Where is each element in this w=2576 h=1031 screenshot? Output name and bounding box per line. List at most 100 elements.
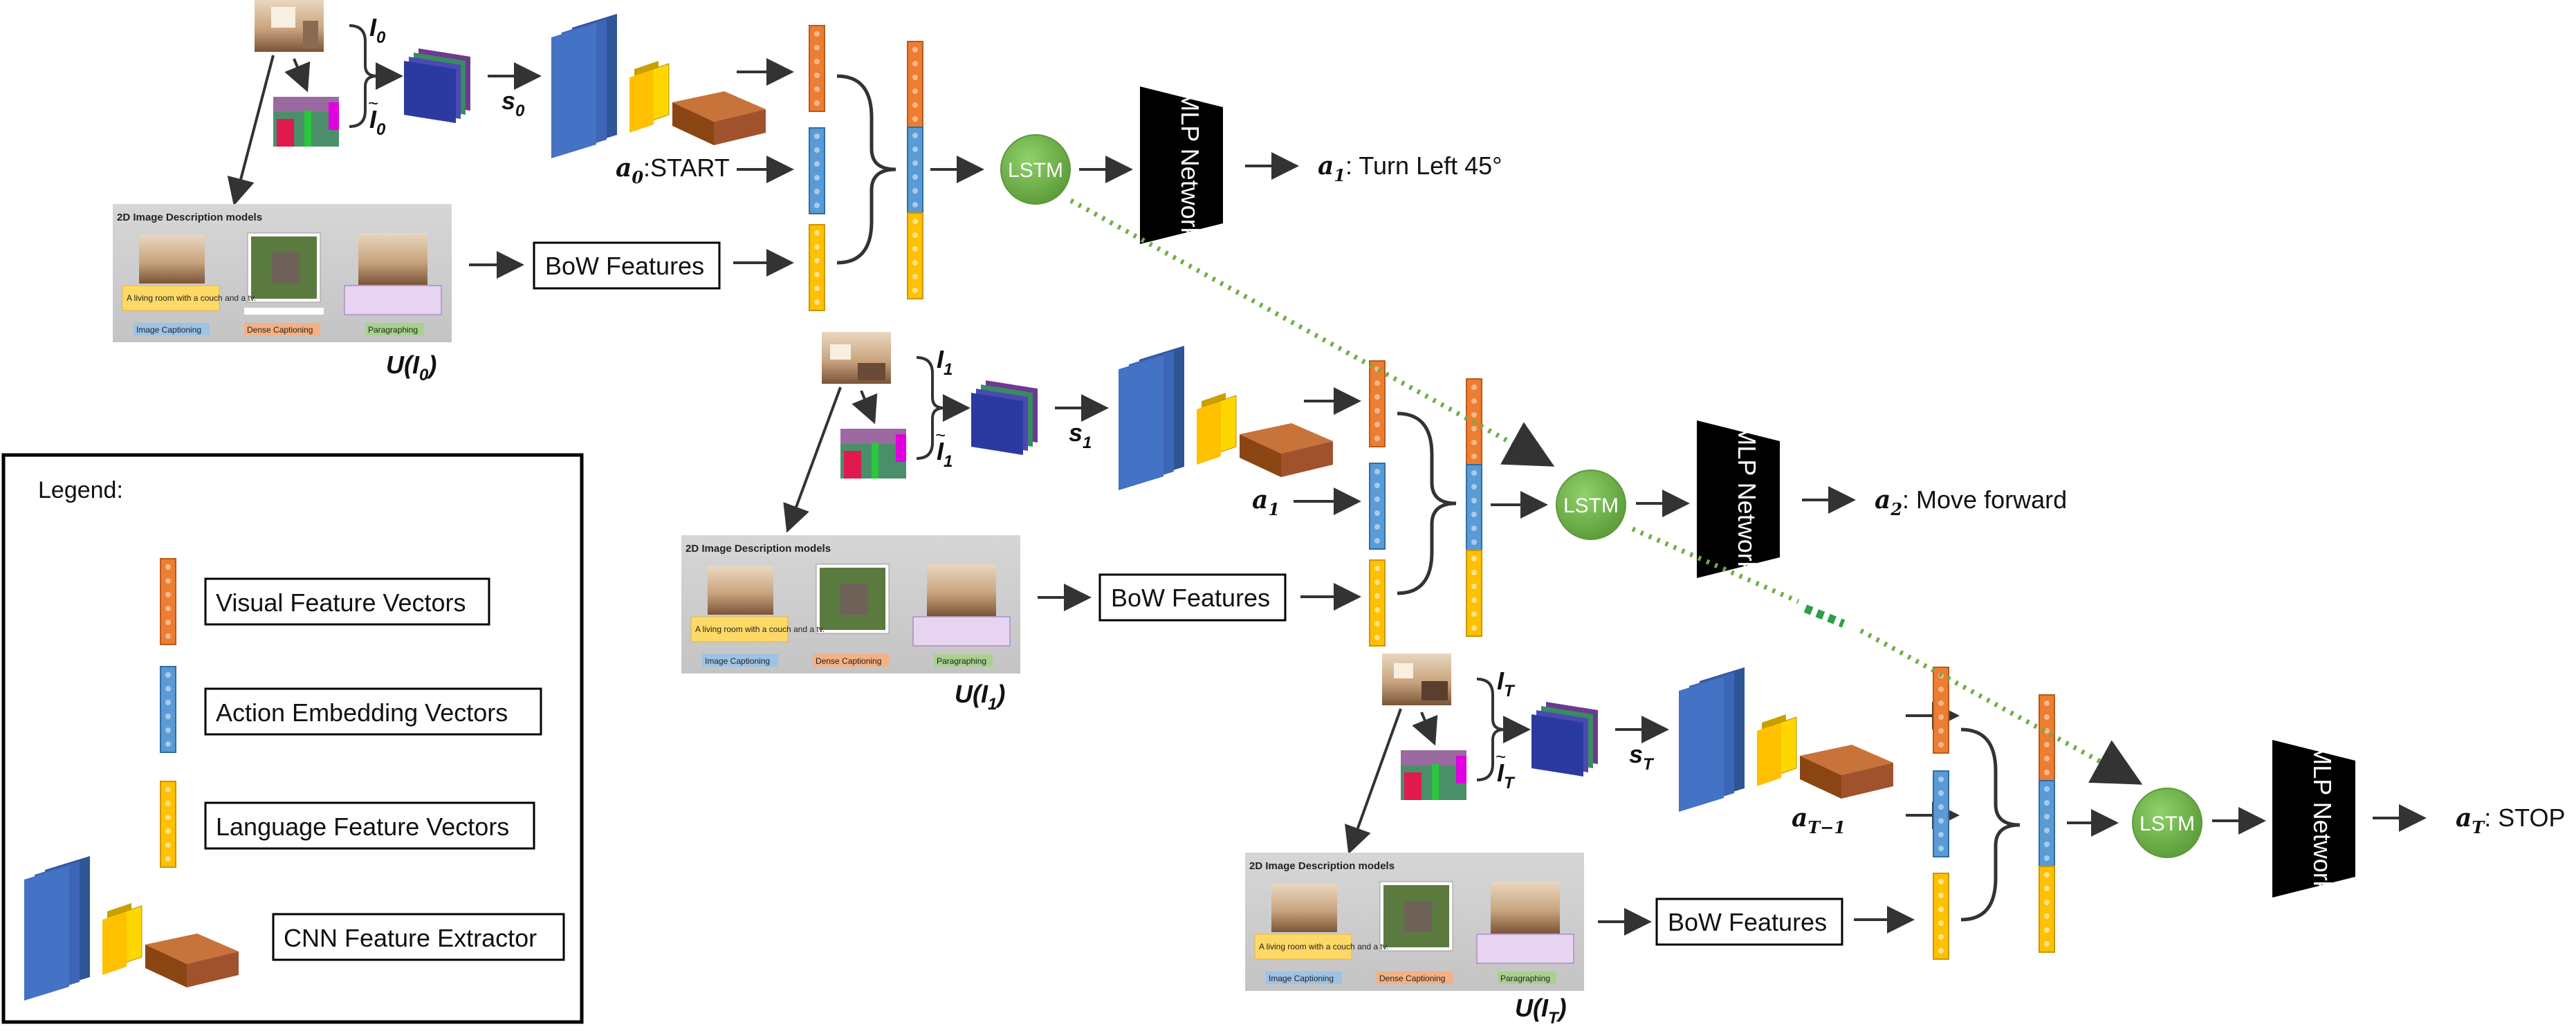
mlp-network-block: [1697, 420, 1780, 578]
mlp-label: MLP Network: [1733, 425, 1761, 574]
lstm-node: [1000, 134, 1071, 205]
step-1: I1 I1 ~ s1 a1 2D Image Description: [681, 332, 2067, 714]
action-embedding-vector: [1933, 770, 1949, 857]
lstm-node: [2132, 788, 2202, 858]
u-label: U(I: [1515, 994, 1549, 1022]
concatenated-feature-vector: [907, 41, 923, 299]
image-label: I: [1497, 667, 1505, 695]
depth-label: I: [937, 437, 944, 465]
step-t-action-in: aT−1: [1792, 804, 1846, 837]
mlp-network-block: [2272, 740, 2355, 898]
bow-features-box: [1098, 573, 1287, 622]
image-sub: T: [1504, 682, 1516, 700]
mlp-network-block: [1140, 86, 1223, 244]
legend-frame: [1, 453, 584, 1024]
legend-visual-box: [204, 577, 490, 626]
depth-sub: 0: [376, 120, 386, 139]
u-close: ): [1556, 994, 1567, 1022]
caption-text: A living room with a couch and a tv.: [1259, 942, 1388, 951]
ellipsis-dash: [1803, 604, 1846, 628]
tilde-mark: ~: [368, 93, 378, 113]
image-sub: 0: [376, 28, 386, 47]
recurrent-link-0-1: [1069, 198, 1555, 467]
image-sub: 1: [944, 360, 953, 379]
state-label: s: [502, 86, 515, 115]
caption-text: A living room with a couch and a tv.: [127, 293, 256, 303]
svg-text:s0: s0: [502, 86, 525, 120]
depth-map: [840, 429, 906, 479]
description-panel-title: 2D Image Description models: [686, 543, 831, 555]
description-panel: 2D Image Description models A living roo…: [681, 535, 1020, 674]
lstm-label: LSTM: [2140, 812, 2195, 835]
merge-brace: [1960, 727, 2021, 922]
cnn-feature-extractor-icon: [24, 856, 239, 1001]
tag-image-captioning: Image Captioning: [705, 656, 770, 666]
svg-text:sT: sT: [1629, 740, 1655, 774]
legend-language-label: Language Feature Vectors: [216, 812, 509, 841]
bow-features-box: [533, 241, 721, 290]
svg-text:U(IT): U(IT): [1515, 994, 1567, 1028]
tag-paragraphing: Paragraphing: [937, 656, 986, 666]
depth-map: [273, 97, 339, 147]
tag-dense-captioning: Dense Captioning: [1379, 974, 1445, 983]
tilde-mark: ~: [1496, 746, 1506, 767]
description-panel: 2D Image Description models A living roo…: [1245, 853, 1584, 991]
action-embedding-vector-icon: [160, 666, 176, 753]
state-sub: 0: [515, 102, 525, 120]
u-sub: 1: [988, 695, 997, 714]
svg-text:I0: I0: [369, 105, 386, 139]
tag-image-captioning: Image Captioning: [1269, 974, 1334, 983]
tag-dense-captioning: Dense Captioning: [816, 656, 881, 666]
lstm-label: LSTM: [1563, 494, 1619, 517]
legend: Legend: Visual Feature Vectors Action Em…: [1, 453, 584, 1024]
feature-stack-icon: [971, 380, 1038, 455]
state-label: s: [1069, 418, 1083, 447]
mlp-label: MLP Network: [2308, 744, 2337, 893]
language-feature-vector: [1369, 559, 1386, 647]
bow-features-label: BoW Features: [545, 252, 704, 280]
scene-photo: [822, 332, 891, 384]
svg-text:I1: I1: [937, 437, 953, 471]
lstm-label: LSTM: [1008, 159, 1063, 182]
scene-photo: [255, 0, 324, 52]
state-sub: T: [1643, 755, 1655, 774]
cnn-feature-extractor: [1119, 346, 1333, 490]
tag-dense-captioning: Dense Captioning: [247, 325, 313, 335]
svg-text:U(I0): U(I0): [386, 351, 436, 384]
merge-brace: [1397, 411, 1457, 595]
legend-language-box: [204, 801, 535, 850]
caption-text: A living room with a couch and a tv.: [695, 624, 825, 634]
mlp-label: MLP Network: [1176, 91, 1204, 240]
svg-text:I1: I1: [937, 345, 953, 379]
cnn-feature-extractor: [1679, 667, 1893, 812]
u-label: U(I: [386, 351, 420, 379]
depth-map: [1401, 750, 1466, 800]
step-0: I0 I0 ~ s0 a0:START: [113, 0, 1502, 384]
legend-cnn-box: [272, 913, 565, 961]
image-label: I: [369, 13, 377, 41]
concatenated-feature-vector: [1466, 378, 1482, 637]
description-panel-title: 2D Image Description models: [1249, 860, 1395, 872]
u-close: ): [994, 680, 1005, 708]
description-panel-title: 2D Image Description models: [117, 212, 262, 223]
visual-feature-vector: [1369, 360, 1386, 447]
recurrent-link-1-ellipsis: [1631, 526, 1800, 604]
action-embedding-vector: [809, 127, 825, 214]
bow-features-box: [1655, 898, 1843, 946]
u-close: ): [425, 351, 436, 379]
feature-stack-icon: [1531, 702, 1598, 777]
depth-label: I: [1497, 759, 1505, 787]
lstm-node: [1556, 470, 1626, 540]
step-t-action-out: aT: STOP: [2456, 804, 2566, 837]
state-sub: 1: [1083, 434, 1092, 452]
concatenated-feature-vector: [2039, 694, 2055, 953]
merge-brace: [836, 74, 896, 265]
visual-feature-vector: [1933, 667, 1949, 754]
svg-text:IT: IT: [1497, 759, 1516, 792]
depth-sub: T: [1504, 774, 1516, 792]
cnn-feature-extractor: [551, 14, 766, 158]
state-label: s: [1629, 740, 1643, 768]
language-feature-vector: [1933, 873, 1949, 960]
recurrent-links: [1069, 198, 2143, 785]
